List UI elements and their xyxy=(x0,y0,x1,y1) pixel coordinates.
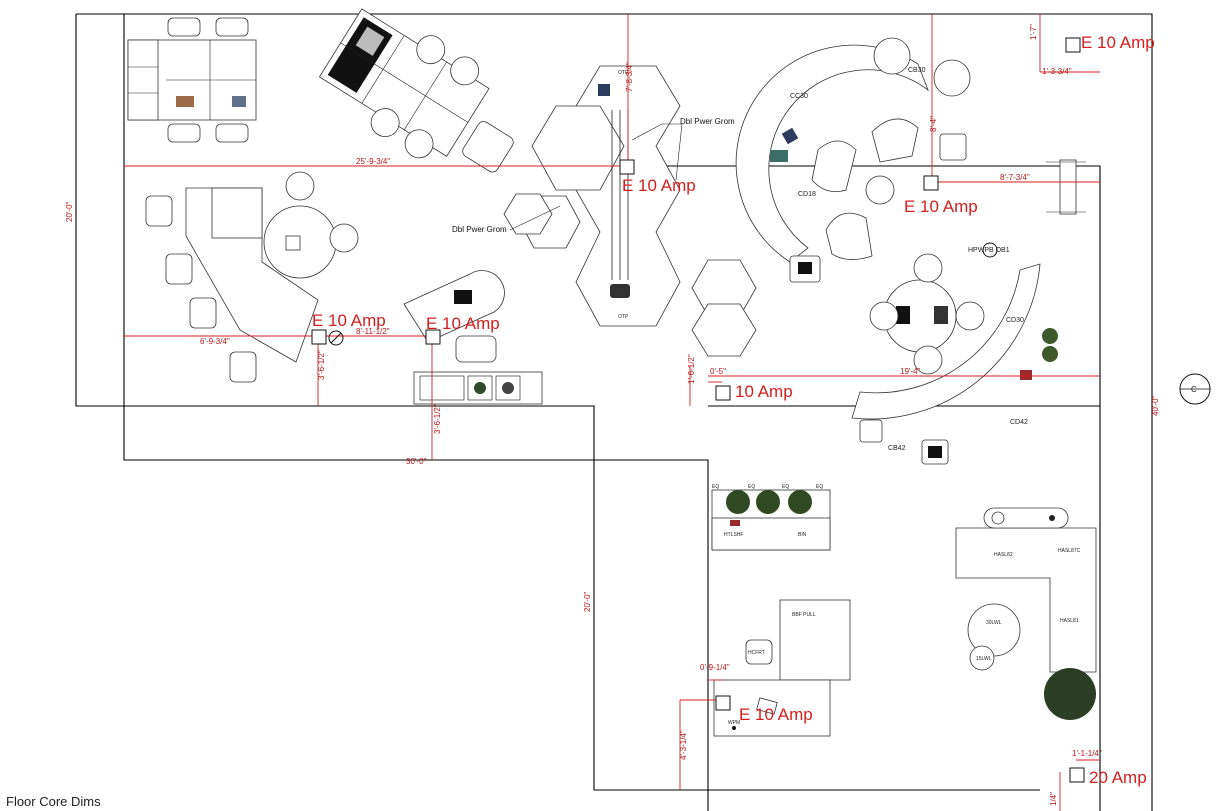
tag-wpm: WPM xyxy=(728,720,740,726)
outlet-label-5: E 10 Amp xyxy=(426,314,500,333)
dimension-text: 25'-9-3/4" 7'-8-3/4" 8'-4" 8'-7-3/4" 6'-… xyxy=(65,24,1160,806)
dim-7-8: 7'-8-3/4" xyxy=(625,62,634,92)
tag-bbf: BBF PULL xyxy=(792,612,816,618)
tag-eq-1: EQ xyxy=(712,484,719,490)
planters xyxy=(711,489,831,551)
dim-8-4: 8'-4" xyxy=(929,116,938,132)
note-dbl-power-grom-1: Dbl Pwer Grom xyxy=(680,117,735,126)
dim-6-9: 6'-9-3/4" xyxy=(200,337,230,346)
hp-label: HPWPB OB1 xyxy=(968,247,1010,254)
north-letter: C xyxy=(1191,385,1197,394)
desk-office xyxy=(713,599,851,737)
l-desk xyxy=(185,171,359,363)
tag-15lwl: 15LWL xyxy=(976,656,992,662)
dim-1-4: 1/4" xyxy=(1049,792,1058,806)
l-sofa xyxy=(955,507,1097,720)
tag-eq-2: EQ xyxy=(748,484,755,490)
dim-1-1: 1'-1-1/4" xyxy=(1072,749,1102,758)
tag-eq-4: EQ xyxy=(816,484,823,490)
tag-hcfrt: HCFRT xyxy=(748,650,765,656)
workstation-cluster xyxy=(318,8,514,173)
tag-eq-3: EQ xyxy=(782,484,789,490)
dim-4-3: 4'-3-1/4" xyxy=(679,730,688,760)
hex-desks xyxy=(503,65,757,357)
outlet-label-3: E 10 Amp xyxy=(904,197,978,216)
dim-30-0: 30'-0" xyxy=(406,457,427,466)
outlet-labels: E 10 Amp E 10 Amp E 10 Amp E 10 Amp E 10… xyxy=(312,33,1155,787)
dim-3-6-b: 3'-6-1/2" xyxy=(433,404,442,434)
tag-cd18: CD18 xyxy=(798,191,816,198)
tag-hasl87c: HASL87C xyxy=(1058,548,1081,554)
dim-1-3: 1'-3-3/4" xyxy=(1042,67,1072,76)
outlet-label-8: 20 Amp xyxy=(1089,768,1147,787)
dim-3-6-a: 3'-6-1/2" xyxy=(317,350,326,380)
credenza xyxy=(413,371,543,405)
dim-40-0: 40'-0" xyxy=(1151,395,1160,416)
otp-tag-top: OTP xyxy=(618,70,629,76)
tag-cd42: CD42 xyxy=(1010,419,1028,426)
conference-table xyxy=(127,17,257,143)
grommet-notes: Dbl Pwer Grom Dbl Pwer Grom xyxy=(452,117,735,234)
tag-hasl82: HASL82 xyxy=(994,552,1013,558)
tag-bin: BIN xyxy=(798,532,807,538)
north-marker: C xyxy=(1179,373,1211,405)
dim-1-7: 1'-7" xyxy=(1029,24,1038,40)
tag-30lwl: 30LWL xyxy=(986,620,1002,626)
outlet-label-4: E 10 Amp xyxy=(312,311,386,330)
dim-20-0-b: 20'-0" xyxy=(583,591,592,612)
otp-tag-bottom: OTP xyxy=(618,314,629,320)
page-caption: Floor Core Dims xyxy=(6,794,101,809)
dim-20-0: 20'-0" xyxy=(65,201,74,222)
outlet-label-7: E 10 Amp xyxy=(739,705,813,724)
curved-sofa-upper xyxy=(735,37,998,283)
tag-htlshf: HTLSHF xyxy=(724,532,743,538)
tag-cd30: CD30 xyxy=(1006,317,1024,324)
tag-cb30: CB30 xyxy=(908,67,926,74)
dim-1-6: 1'-6-1/2" xyxy=(687,354,696,384)
dim-0-5: 0'-5" xyxy=(710,367,726,376)
tag-hasl81: HASL81 xyxy=(1060,618,1079,624)
curved-sofa-lower xyxy=(851,253,1058,465)
outlet-label-6: 10 Amp xyxy=(735,382,793,401)
outlet-boxes xyxy=(311,37,1085,783)
tag-cc30: CC30 xyxy=(790,93,808,100)
dim-8-11: 8'-11-1/2" xyxy=(356,327,390,336)
outlet-label-1: E 10 Amp xyxy=(1081,33,1155,52)
note-dbl-power-grom-2: Dbl Pwer Grom xyxy=(452,225,507,234)
right-bench xyxy=(1046,159,1086,215)
left-chairs xyxy=(145,195,257,383)
dim-0-9: 0'-9-1/4" xyxy=(700,663,730,672)
lounge-table xyxy=(403,270,505,363)
outlet-label-2: E 10 Amp xyxy=(622,176,696,195)
dim-19-4: 19'-4" xyxy=(900,367,921,376)
tag-cb42: CB42 xyxy=(888,445,906,452)
dimension-lines xyxy=(124,14,1100,811)
dim-8-7: 8'-7-3/4" xyxy=(1000,173,1030,182)
dim-25-9: 25'-9-3/4" xyxy=(356,157,390,166)
